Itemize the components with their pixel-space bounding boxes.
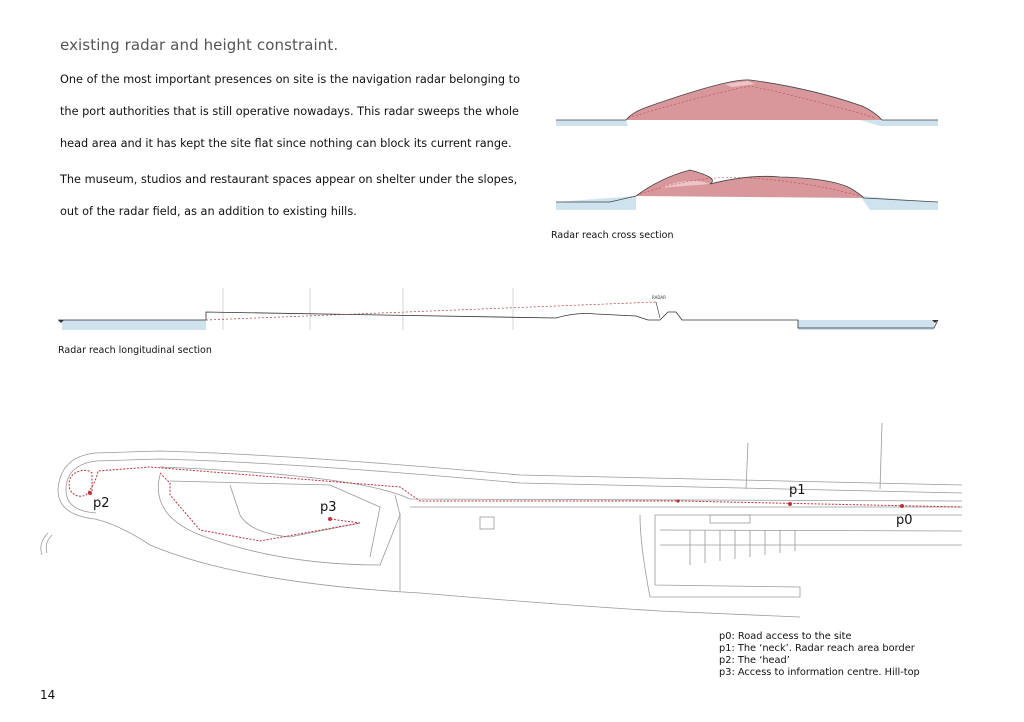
point-label-p1: p1 [789,483,806,498]
point-label-p0: p0 [896,513,913,528]
marker-p1 [788,502,792,506]
legend-item: p0: Road access to the site [719,631,852,642]
site-plan-drawing: p2 p3 p1 p0 [40,422,963,618]
legend-item: p3: Access to information centre. Hill-t… [719,667,920,678]
cross-section-drawing [556,79,939,210]
longitudinal-section-caption: Radar reach longitudinal section [58,345,212,356]
point-label-p3: p3 [320,500,337,515]
site-plan-legend: p0: Road access to the site p1: The ‘nec… [719,631,920,679]
cross-section-caption: Radar reach cross section [551,230,674,241]
body-paragraph: One of the most important presences on s… [60,73,521,150]
cross-section-lower [556,169,939,210]
legend-item: p1: The ‘neck’. Radar reach area border [719,643,915,654]
longitudinal-section-drawing: RADAR [58,288,939,330]
legend-item: p2: The ‘head’ [719,655,790,666]
page-title: existing radar and height constraint. [60,36,339,54]
marker-p0 [900,504,904,508]
point-label-p2: p2 [93,496,110,511]
cross-section-upper [556,79,938,126]
radar-label: RADAR [652,295,666,300]
body-paragraph: The museum, studios and restaurant space… [60,173,518,218]
marker-p3 [328,517,332,521]
page-number: 14 [40,688,56,702]
marker-p2 [88,491,92,495]
